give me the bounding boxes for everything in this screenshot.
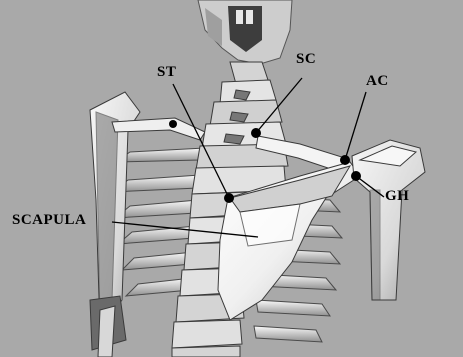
scapula-label: SCAPULA <box>12 212 86 229</box>
ac-joint-dot <box>340 155 350 165</box>
left-clavicle-dot <box>169 120 177 128</box>
st-joint-dot <box>224 193 234 203</box>
sc-label: SC <box>296 51 316 68</box>
gh-label: GH <box>385 188 409 205</box>
ac-label: AC <box>366 73 389 90</box>
sc-joint-dot <box>251 128 261 138</box>
gh-joint-dot <box>351 171 361 181</box>
st-label: ST <box>157 64 176 81</box>
